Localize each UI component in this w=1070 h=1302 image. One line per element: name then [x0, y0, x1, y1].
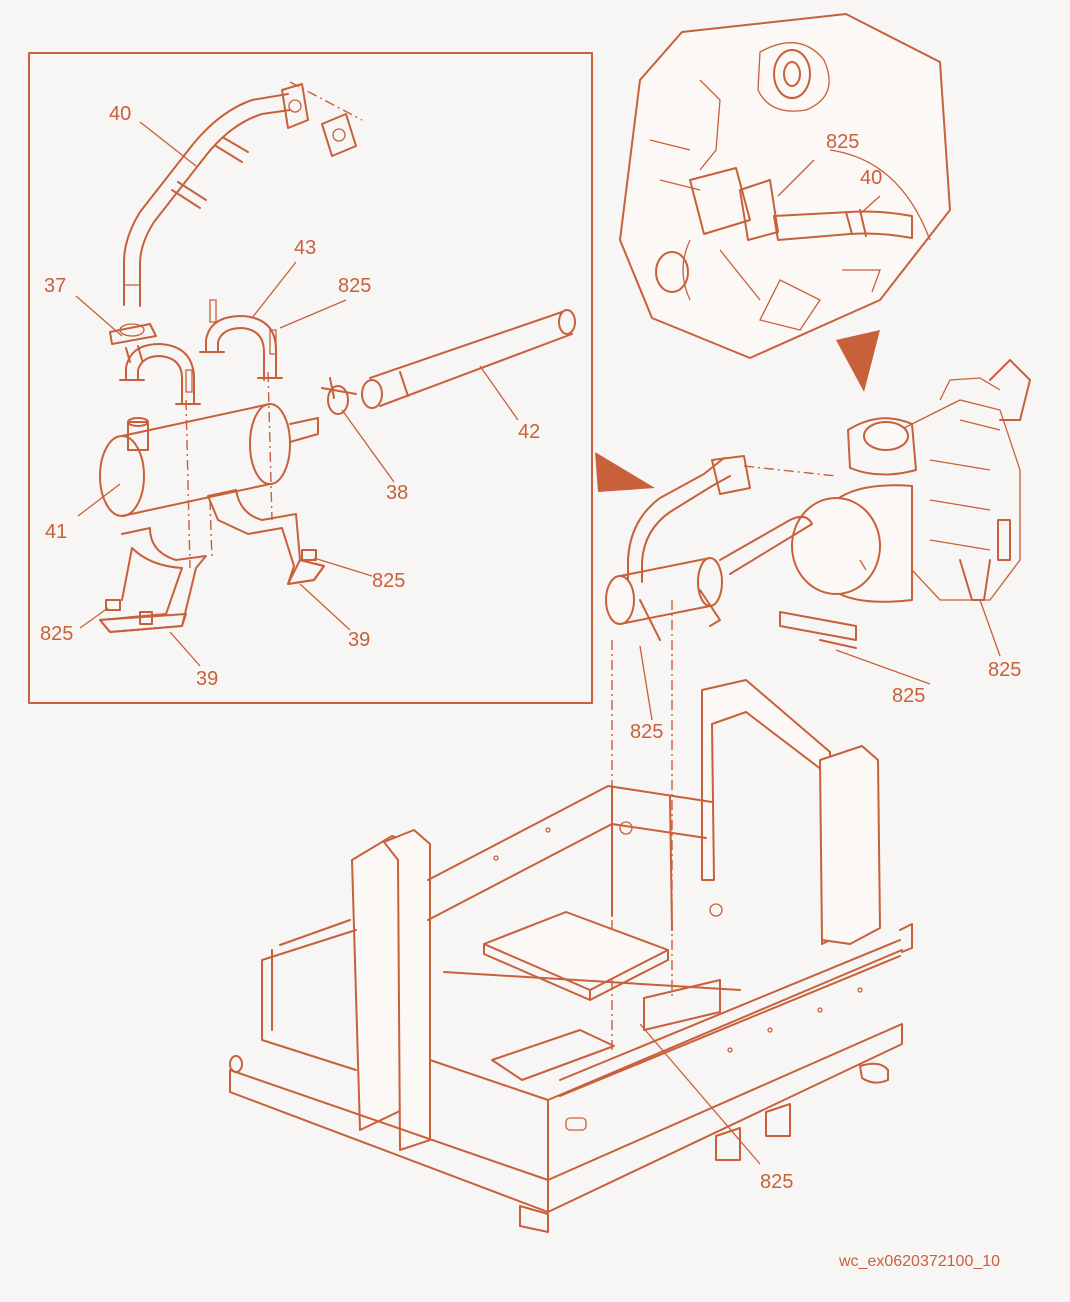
frame-label-825: 825: [760, 1171, 793, 1193]
label-40: 40: [109, 103, 131, 125]
figure-reference: wc_ex0620372100_10: [838, 1253, 1000, 1270]
label-825-left: 825: [40, 623, 73, 645]
engine-label-825-left: 825: [892, 685, 925, 707]
clamp-38: [321, 377, 357, 415]
main-label-825-muffler: 825: [630, 721, 663, 743]
detail-leaders: [75, 121, 519, 667]
inset-pointer: [836, 330, 880, 392]
inset-label-825: 825: [826, 131, 859, 153]
detail-view: 40 43 37 825 42 38 41 825 39 825 39: [28, 52, 593, 704]
inset-label-40: 40: [860, 167, 882, 189]
base-frame: 825: [229, 679, 913, 1233]
engine-label-825-right: 825: [988, 659, 1021, 681]
label-43: 43: [294, 237, 316, 259]
strap-43: [119, 299, 283, 405]
label-825-top: 825: [338, 275, 371, 297]
detail-pointer: [595, 452, 655, 492]
bracket-39-left: [99, 527, 207, 633]
bolts-825: [105, 549, 317, 625]
inset-view: 825 40: [619, 13, 951, 359]
clamp-37: [109, 323, 157, 363]
exhaust-pipe-40: [123, 81, 363, 307]
tail-pipe-42: [361, 309, 576, 409]
label-41: 41: [45, 521, 67, 543]
label-39-left: 39: [196, 668, 218, 690]
label-37: 37: [44, 275, 66, 297]
detail-frame: [28, 52, 593, 704]
bracket-39-right: [207, 489, 325, 585]
label-38: 38: [386, 482, 408, 504]
muffler-41: [99, 403, 319, 517]
label-39-right: 39: [348, 629, 370, 651]
label-825-right: 825: [372, 570, 405, 592]
engine-assembly: 825 825: [779, 359, 1031, 707]
label-42: 42: [518, 421, 540, 443]
